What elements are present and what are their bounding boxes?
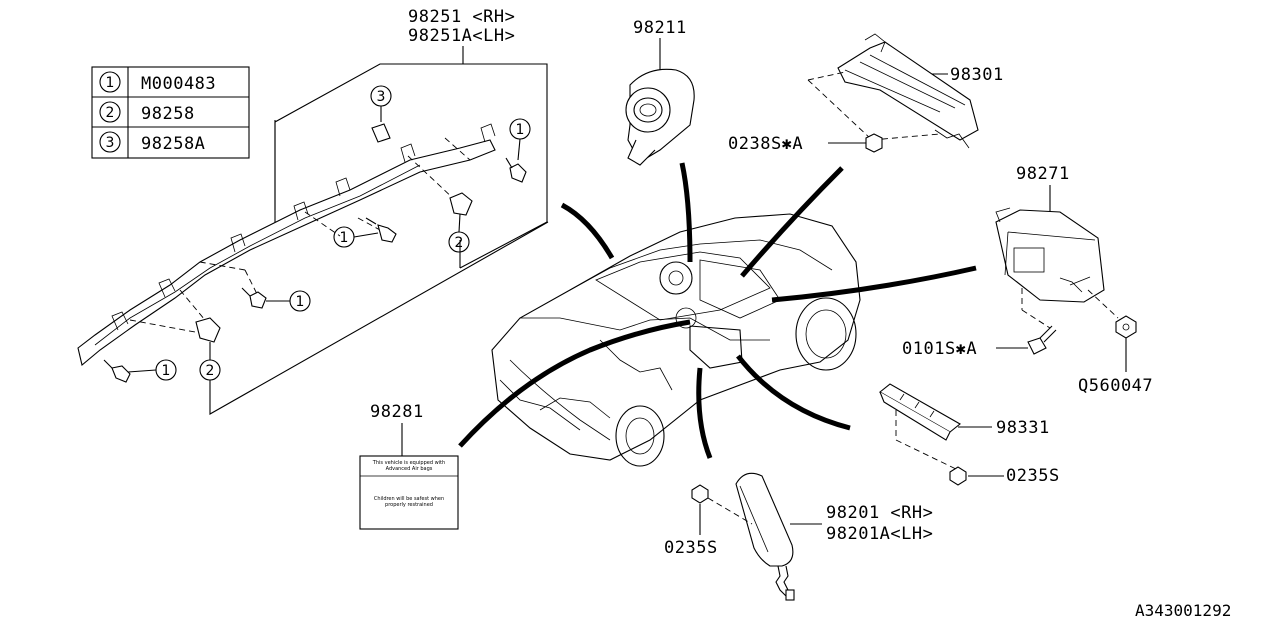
label-98271[interactable]: 98271 [1016, 164, 1070, 184]
clip-98258-upper[interactable] [449, 192, 473, 216]
label-98301[interactable]: 98301 [950, 65, 1004, 85]
leader-passenger [771, 265, 977, 303]
svg-text:Advanced Air bags: Advanced Air bags [386, 466, 433, 472]
leader-knee [740, 166, 844, 278]
label-0101s-a[interactable]: 0101S✱A [902, 339, 977, 359]
legend-row-1: 1 M000483 [99, 71, 216, 94]
svg-text:Children will be safest when: Children will be safest when [374, 496, 444, 502]
callout-1-mid: 1 [333, 226, 379, 248]
svg-text:2: 2 [455, 235, 464, 251]
leader-driver [679, 162, 693, 263]
svg-text:1: 1 [340, 230, 349, 246]
curtain-airbag-group: 98251 <RH> 98251A<LH> [77, 7, 549, 415]
label-q560047[interactable]: Q560047 [1078, 376, 1153, 396]
driver-airbag-98211[interactable] [625, 68, 695, 166]
sensor-unit-98331[interactable] [879, 383, 961, 441]
svg-text:1: 1 [516, 122, 525, 138]
knee-airbag-98301[interactable] [837, 33, 979, 149]
svg-text:3: 3 [377, 89, 386, 105]
diagram-id: A343001292 [1135, 601, 1231, 620]
nut-0238s-a[interactable] [865, 133, 883, 153]
clip-98258a[interactable] [371, 123, 391, 143]
label-98331[interactable]: 98331 [996, 418, 1050, 438]
clip-98258-lower[interactable] [195, 317, 221, 343]
svg-text:This vehicle is equipped with: This vehicle is equipped with [372, 460, 445, 466]
leader-side [696, 367, 713, 459]
bolt-m000483-d[interactable] [103, 359, 131, 383]
svg-text:properly restrained: properly restrained [385, 502, 433, 508]
label-98201a-lh[interactable]: 98201A<LH> [826, 524, 933, 544]
label-0235s-side[interactable]: 0235S [664, 538, 718, 558]
leader-curtain [560, 202, 615, 260]
bolt-m000483-c[interactable] [505, 157, 527, 183]
nut-0235s-sensor[interactable] [949, 466, 967, 486]
airbag-warning-label-98281[interactable]: This vehicle is equipped with Advanced A… [359, 455, 459, 530]
passenger-airbag-group: 98271 0101S✱A Q560047 [902, 164, 1153, 396]
label-0238s-a[interactable]: 0238S✱A [728, 134, 803, 154]
label-98281[interactable]: 98281 [370, 402, 424, 422]
passenger-airbag-98271[interactable] [995, 207, 1105, 303]
bolt-m000483-a[interactable] [365, 217, 397, 243]
airbag-label-group: 98281 This vehicle is equipped with Adva… [359, 402, 459, 530]
bolt-m000483-b[interactable] [241, 287, 267, 309]
sensor-unit-group: 98331 0235S [879, 383, 1060, 486]
label-98251-rh[interactable]: 98251 <RH> [408, 7, 515, 27]
callout-1-low: 1 [266, 290, 311, 312]
legend-table: 1 M000483 2 98258 3 98258A [91, 66, 250, 159]
vehicle-illustration [491, 213, 861, 467]
label-98211[interactable]: 98211 [633, 18, 687, 38]
legend-part-1[interactable]: M000483 [141, 74, 216, 94]
callout-3: 3 [370, 85, 392, 122]
label-98251a-lh[interactable]: 98251A<LH> [408, 26, 515, 46]
leader-lines [458, 162, 977, 459]
driver-airbag-group: 98211 [625, 18, 695, 166]
leader-label [458, 319, 691, 448]
legend-key-3: 3 [106, 135, 115, 151]
legend-key-1: 1 [106, 75, 115, 91]
legend-row-2: 2 98258 [99, 101, 195, 124]
svg-text:2: 2 [206, 363, 215, 379]
label-0235s-sensor[interactable]: 0235S [1006, 466, 1060, 486]
legend-key-2: 2 [106, 105, 115, 121]
leader-sensor [736, 354, 851, 431]
callout-2-right: 2 [448, 213, 470, 253]
legend-part-2[interactable]: 98258 [141, 104, 195, 124]
side-airbag-98201[interactable] [735, 472, 795, 601]
curtain-airbag-98251[interactable] [77, 139, 496, 366]
callout-1-bottom: 1 [127, 359, 177, 381]
callout-1-top: 1 [509, 118, 531, 161]
nut-0235s-side[interactable] [691, 484, 709, 504]
callout-2-left: 2 [199, 342, 221, 381]
knee-airbag-group: 98301 0238S✱A [728, 33, 1004, 154]
svg-text:1: 1 [296, 294, 305, 310]
bolt-0101s-a[interactable] [1027, 325, 1057, 355]
side-airbag-group: 0235S 98201 <RH> 98201A<LH> [664, 472, 933, 601]
nut-q560047[interactable] [1115, 315, 1137, 339]
legend-part-3[interactable]: 98258A [141, 134, 205, 154]
svg-text:1: 1 [162, 363, 171, 379]
label-98201-rh[interactable]: 98201 <RH> [826, 503, 933, 523]
legend-row-3: 3 98258A [99, 131, 205, 154]
